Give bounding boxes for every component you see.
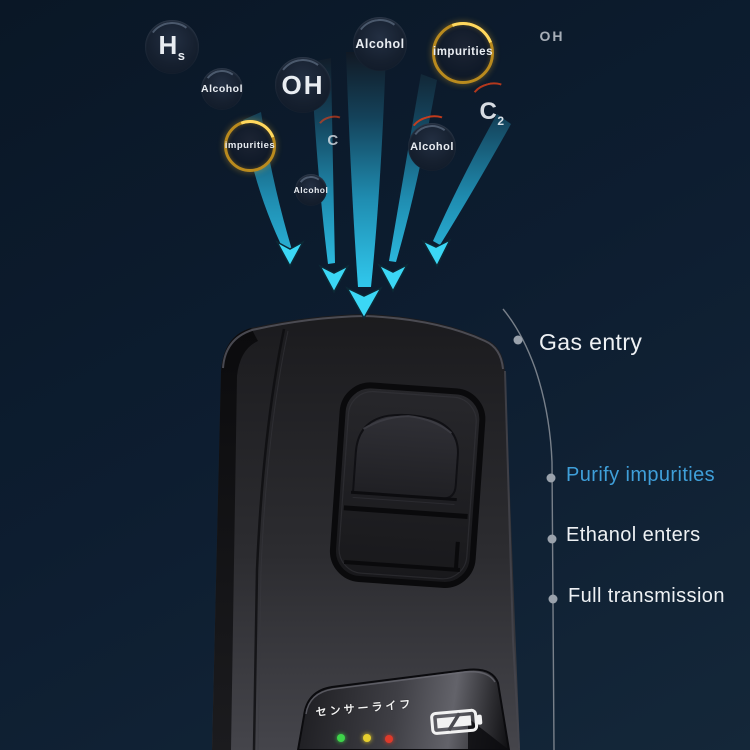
bubble-label: OH bbox=[281, 70, 325, 100]
display-panel bbox=[296, 668, 511, 750]
display-panel-shadow bbox=[468, 718, 509, 750]
red-led bbox=[385, 735, 393, 743]
display-panel-highlight bbox=[305, 670, 496, 715]
down-arrowhead-icon bbox=[377, 263, 409, 293]
bubble-label: C bbox=[479, 97, 498, 125]
down-arrowhead-icon bbox=[421, 238, 452, 268]
bubble-sub: 2 bbox=[497, 113, 505, 128]
gas-bubble-c: C bbox=[316, 123, 350, 157]
down-arrowhead-icon bbox=[318, 264, 350, 294]
callout-dot-ethanol bbox=[547, 534, 557, 544]
bubble-label: OH bbox=[539, 28, 565, 44]
bubble-label: Alcohol bbox=[201, 82, 243, 95]
mouthpiece-panel bbox=[329, 382, 486, 588]
callout-ethanol-enters: Ethanol enters bbox=[566, 524, 701, 546]
bubble-label: Alcohol bbox=[293, 184, 329, 195]
down-arrow-icon bbox=[346, 52, 386, 287]
bubble-label: impurities bbox=[224, 140, 276, 152]
bubble-sub: s bbox=[177, 48, 186, 64]
green-led bbox=[337, 734, 345, 742]
callout-purify-impurities: Purify impurities bbox=[566, 464, 716, 486]
bubble-label: C bbox=[327, 131, 339, 149]
down-arrow-icon bbox=[433, 114, 511, 245]
callout-gas-entry: Gas entry bbox=[539, 329, 643, 355]
callout-line bbox=[502, 308, 555, 750]
device-seam bbox=[252, 328, 286, 750]
device-seam-highlight bbox=[257, 330, 289, 750]
callout-dot-full bbox=[548, 594, 558, 604]
gas-bubble-oh-large: OH bbox=[275, 57, 331, 113]
yellow-led bbox=[363, 734, 371, 742]
down-arrowhead-icon bbox=[275, 240, 305, 268]
bubble-label: impurities bbox=[433, 46, 493, 59]
gas-bubble-c2: C2 bbox=[469, 90, 515, 136]
gas-bubble-impurities-1: impurities bbox=[432, 22, 494, 84]
gas-bubble-alcohol-4: Alcohol bbox=[293, 174, 329, 206]
gas-bubble-hs: Hs bbox=[145, 20, 199, 74]
gas-bubble-oh-small: OH bbox=[532, 16, 572, 56]
battery-indicator bbox=[429, 705, 486, 743]
callout-dot-purify bbox=[546, 473, 556, 483]
device-right-rim bbox=[504, 370, 520, 749]
callout-full-transmission: Full transmission bbox=[568, 585, 725, 607]
down-arrowhead-icon bbox=[345, 286, 383, 320]
gas-bubble-impurities-2: impurities bbox=[224, 120, 276, 172]
gas-bubble-alcohol-1: Alcohol bbox=[201, 68, 243, 110]
callout-dot-gas-entry bbox=[513, 335, 523, 345]
gas-bubble-alcohol-3: Alcohol bbox=[408, 123, 456, 171]
bubble-label: Alcohol bbox=[355, 36, 405, 51]
bubble-label: Alcohol bbox=[410, 140, 454, 153]
gas-bubble-alcohol-2: Alcohol bbox=[353, 17, 407, 71]
dome-button bbox=[351, 413, 459, 500]
device-left-face bbox=[212, 328, 258, 750]
down-arrow-icon bbox=[311, 58, 335, 264]
battery-icon bbox=[430, 708, 483, 735]
bubble-label: H bbox=[158, 29, 178, 60]
